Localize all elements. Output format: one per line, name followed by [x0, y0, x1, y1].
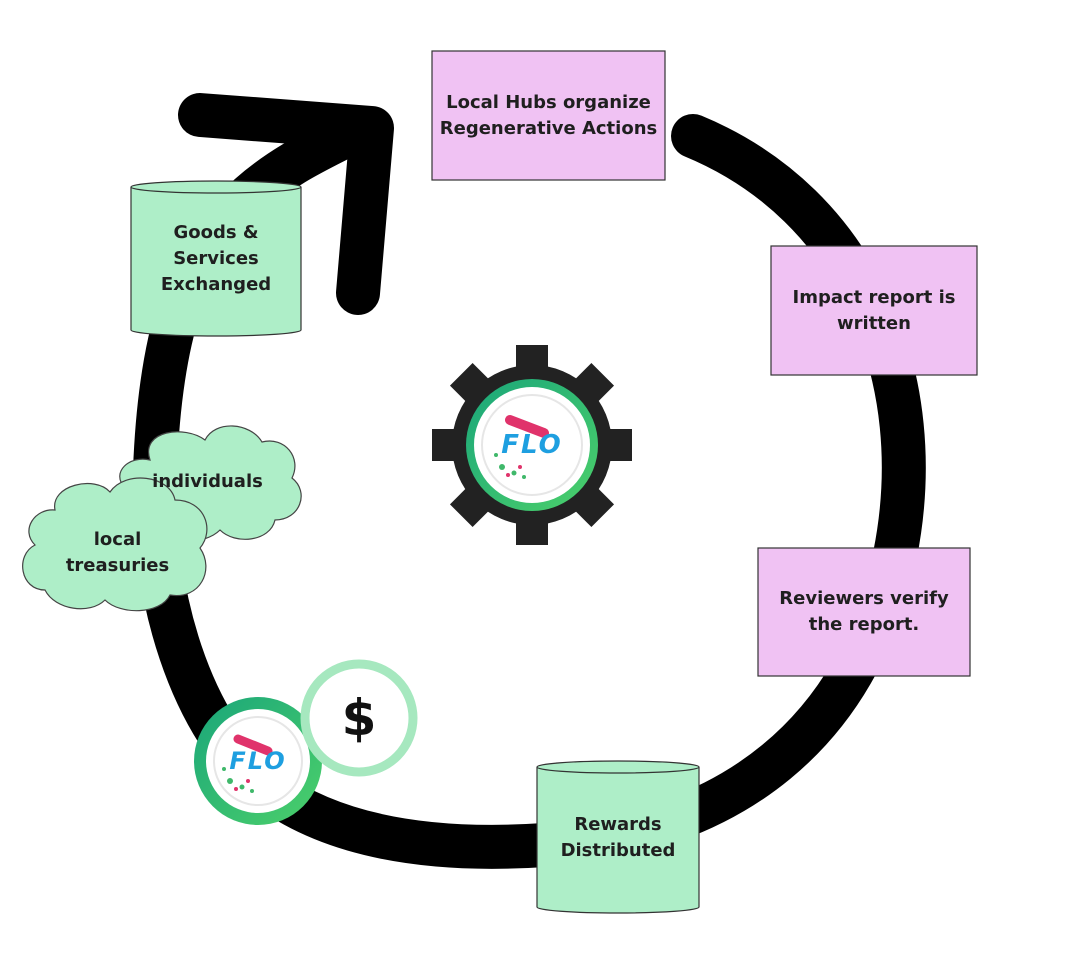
impact-report-box [770, 245, 978, 376]
goods-services-cylinder [130, 180, 302, 337]
rewards-cylinder [536, 760, 700, 914]
gear-icon [432, 345, 632, 545]
reviewers-box [757, 547, 971, 677]
flo-coin-icon [194, 697, 322, 825]
cycle-arrow-head [178, 93, 394, 315]
local-treasuries-cloud [22, 477, 208, 612]
local-hubs-box [431, 50, 666, 181]
dollar-coin-icon [300, 659, 418, 777]
